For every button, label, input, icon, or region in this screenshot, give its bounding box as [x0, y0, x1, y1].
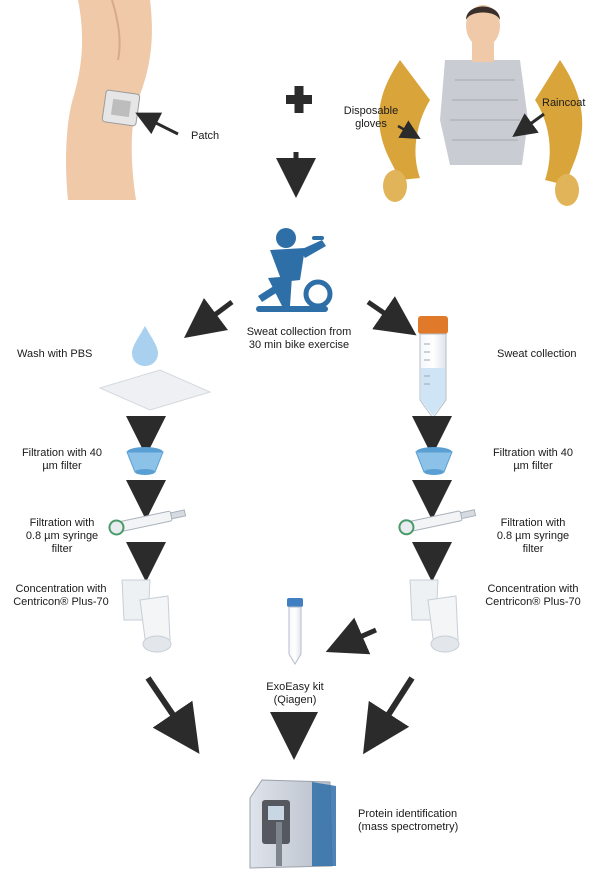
exercise-bike-icon — [256, 228, 333, 312]
bike-exercise-caption: Sweat collection from 30 min bike exerci… — [246, 326, 352, 351]
raincoat-label: Raincoat — [542, 97, 586, 109]
head — [466, 5, 500, 47]
cell-strainer-icon-left — [126, 447, 164, 475]
filtration-40-left-label: Filtration with 40 µm filter — [21, 447, 103, 472]
filtration-syringe-right-label: Filtration with 0.8 µm syringe filter — [496, 517, 570, 555]
syringe-filter-icon-left — [108, 509, 187, 536]
protein-identification-label: Protein identification (mass spectrometr… — [358, 808, 459, 833]
exoeasy-kit-label: ExoEasy kit (Qiagen) — [266, 681, 324, 706]
arrow-left-to-ms — [145, 676, 200, 754]
conical-tube-icon — [418, 316, 448, 419]
sweat-collection-label: Sweat collection — [497, 348, 577, 360]
arrow-bike-to-left — [184, 298, 234, 338]
arrow-right-to-exoeasy — [325, 617, 378, 655]
raincoat-pointer-arrow — [512, 112, 545, 138]
arm-with-patch-illustration — [66, 0, 152, 200]
plus-icon — [286, 86, 312, 113]
filtration-syringe-left-label: Filtration with 0.8 µm syringe filter — [25, 517, 99, 555]
water-drop-icon — [132, 326, 158, 366]
gloves-pointer-arrow — [397, 120, 421, 139]
arrow-right-to-ms — [363, 676, 415, 755]
wash-with-pbs-label: Wash with PBS — [17, 348, 93, 360]
centricon-device-icon-right — [409, 579, 460, 653]
membrane-sheet — [98, 369, 212, 411]
exoeasy-tube-icon — [287, 598, 303, 665]
cell-strainer-icon-right — [415, 447, 453, 475]
mass-spectrometer-icon — [249, 779, 336, 869]
person-in-raincoat-illustration — [379, 5, 583, 206]
filtration-40-right-label: Filtration with 40 µm filter — [492, 447, 574, 472]
arrow-bike-to-right — [366, 296, 417, 336]
syringe-filter-icon-right — [398, 509, 477, 536]
patch-pointer-arrow — [135, 112, 179, 136]
disposable-gloves-label: Disposable gloves — [343, 105, 399, 130]
concentration-right-label: Concentration with Centricon® Plus-70 — [485, 583, 581, 608]
centricon-device-icon-left — [121, 579, 172, 653]
patch-label: Patch — [191, 130, 220, 142]
concentration-left-label: Concentration with Centricon® Plus-70 — [13, 583, 109, 608]
